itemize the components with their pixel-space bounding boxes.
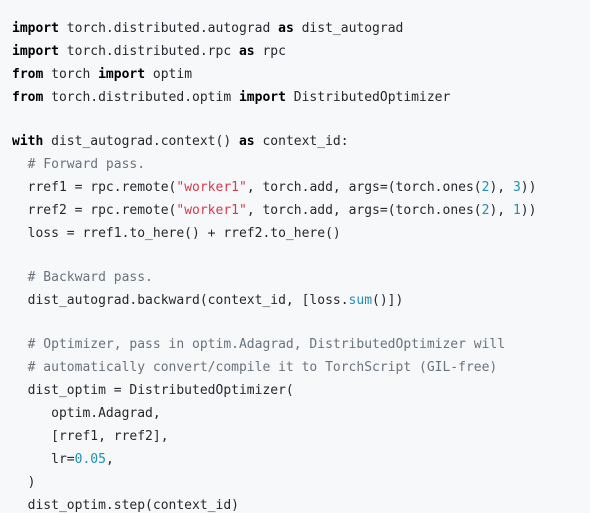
code-token: dist_autograd.context(): [43, 134, 239, 149]
code-line: [12, 312, 590, 333]
code-token: import: [12, 44, 59, 59]
code-token: optim: [145, 67, 193, 82]
code-token: 0.05: [74, 452, 106, 467]
code-line: # Backward pass.: [12, 266, 590, 289]
code-token: dist_optim.step(context_id): [12, 498, 239, 513]
code-line: [12, 109, 590, 130]
code-token: "worker1": [176, 203, 247, 218]
code-line: dist_optim = DistributedOptimizer(: [12, 379, 590, 402]
code-token: 2: [481, 203, 490, 218]
code-token: , torch.add, args=(torch.ones(: [246, 180, 482, 195]
code-line: # automatically convert/compile it to To…: [12, 356, 590, 379]
code-token: 3: [512, 180, 521, 195]
code-token: loss = rref1.to_here() + rref2.to_here(): [12, 226, 341, 241]
code-token: ,: [105, 452, 114, 467]
code-token: as: [238, 134, 255, 149]
code-line: dist_autograd.backward(context_id, [loss…: [12, 289, 590, 312]
code-token: ),: [489, 203, 513, 218]
code-token: torch.distributed.rpc: [58, 44, 239, 59]
code-token: ()]): [372, 293, 404, 308]
code-token: context_id:: [254, 134, 349, 149]
code-line: import torch.distributed.rpc as rpc: [12, 40, 590, 63]
code-token: # Forward pass.: [12, 157, 146, 172]
code-line: # Forward pass.: [12, 153, 590, 176]
code-token: # Optimizer, pass in optim.Adagrad, Dist…: [12, 337, 506, 352]
code-token: import: [238, 90, 286, 105]
code-line: import torch.distributed.autograd as dis…: [12, 17, 590, 40]
code-token: torch.distributed.optim: [43, 90, 239, 105]
code-token: dist_optim = DistributedOptimizer(: [12, 383, 294, 398]
code-token: with: [12, 134, 44, 149]
code-token: # Backward pass.: [12, 270, 153, 285]
code-token: sum: [348, 293, 373, 308]
code-token: rpc: [254, 44, 286, 59]
code-line: [rref1, rref2],: [12, 425, 590, 448]
code-token: optim.Adagrad,: [12, 406, 161, 421]
code-lines: import torch.distributed.autograd as dis…: [12, 17, 590, 513]
code-token: dist_autograd: [293, 21, 404, 36]
code-token: rref1 = rpc.remote(: [12, 180, 177, 195]
code-token: # automatically convert/compile it to To…: [12, 360, 498, 375]
code-line: loss = rref1.to_here() + rref2.to_here(): [12, 222, 590, 245]
code-token: )): [520, 180, 537, 195]
code-token: DistributedOptimizer: [285, 90, 451, 105]
code-line: dist_optim.step(context_id): [12, 494, 590, 513]
code-token: from: [12, 90, 44, 105]
code-line: ): [12, 471, 590, 494]
code-token: "worker1": [176, 180, 247, 195]
code-token: lr=: [12, 452, 75, 467]
code-line: rref2 = rpc.remote("worker1", torch.add,…: [12, 199, 590, 222]
code-line: # Optimizer, pass in optim.Adagrad, Dist…: [12, 333, 590, 356]
code-line: from torch import optim: [12, 63, 590, 86]
code-token: , torch.add, args=(torch.ones(: [246, 203, 482, 218]
code-token: ): [12, 475, 36, 490]
code-line: rref1 = rpc.remote("worker1", torch.add,…: [12, 176, 590, 199]
code-line: [12, 245, 590, 266]
code-token: import: [98, 67, 146, 82]
code-token: [rref1, rref2],: [12, 429, 169, 444]
code-line: optim.Adagrad,: [12, 402, 590, 425]
code-token: torch: [43, 67, 99, 82]
code-token: rref2 = rpc.remote(: [12, 203, 177, 218]
code-token: from: [12, 67, 44, 82]
code-token: as: [238, 44, 255, 59]
code-token: 1: [512, 203, 521, 218]
code-token: dist_autograd.backward(context_id, [loss…: [12, 293, 349, 308]
code-token: torch.distributed.autograd: [58, 21, 279, 36]
code-token: import: [12, 21, 59, 36]
code-token: as: [278, 21, 294, 36]
code-line: from torch.distributed.optim import Dist…: [12, 86, 590, 109]
code-token: )): [520, 203, 537, 218]
code-token: 2: [481, 180, 490, 195]
code-line: lr=0.05,: [12, 448, 590, 471]
code-token: ),: [489, 180, 513, 195]
code-line: with dist_autograd.context() as context_…: [12, 130, 590, 153]
